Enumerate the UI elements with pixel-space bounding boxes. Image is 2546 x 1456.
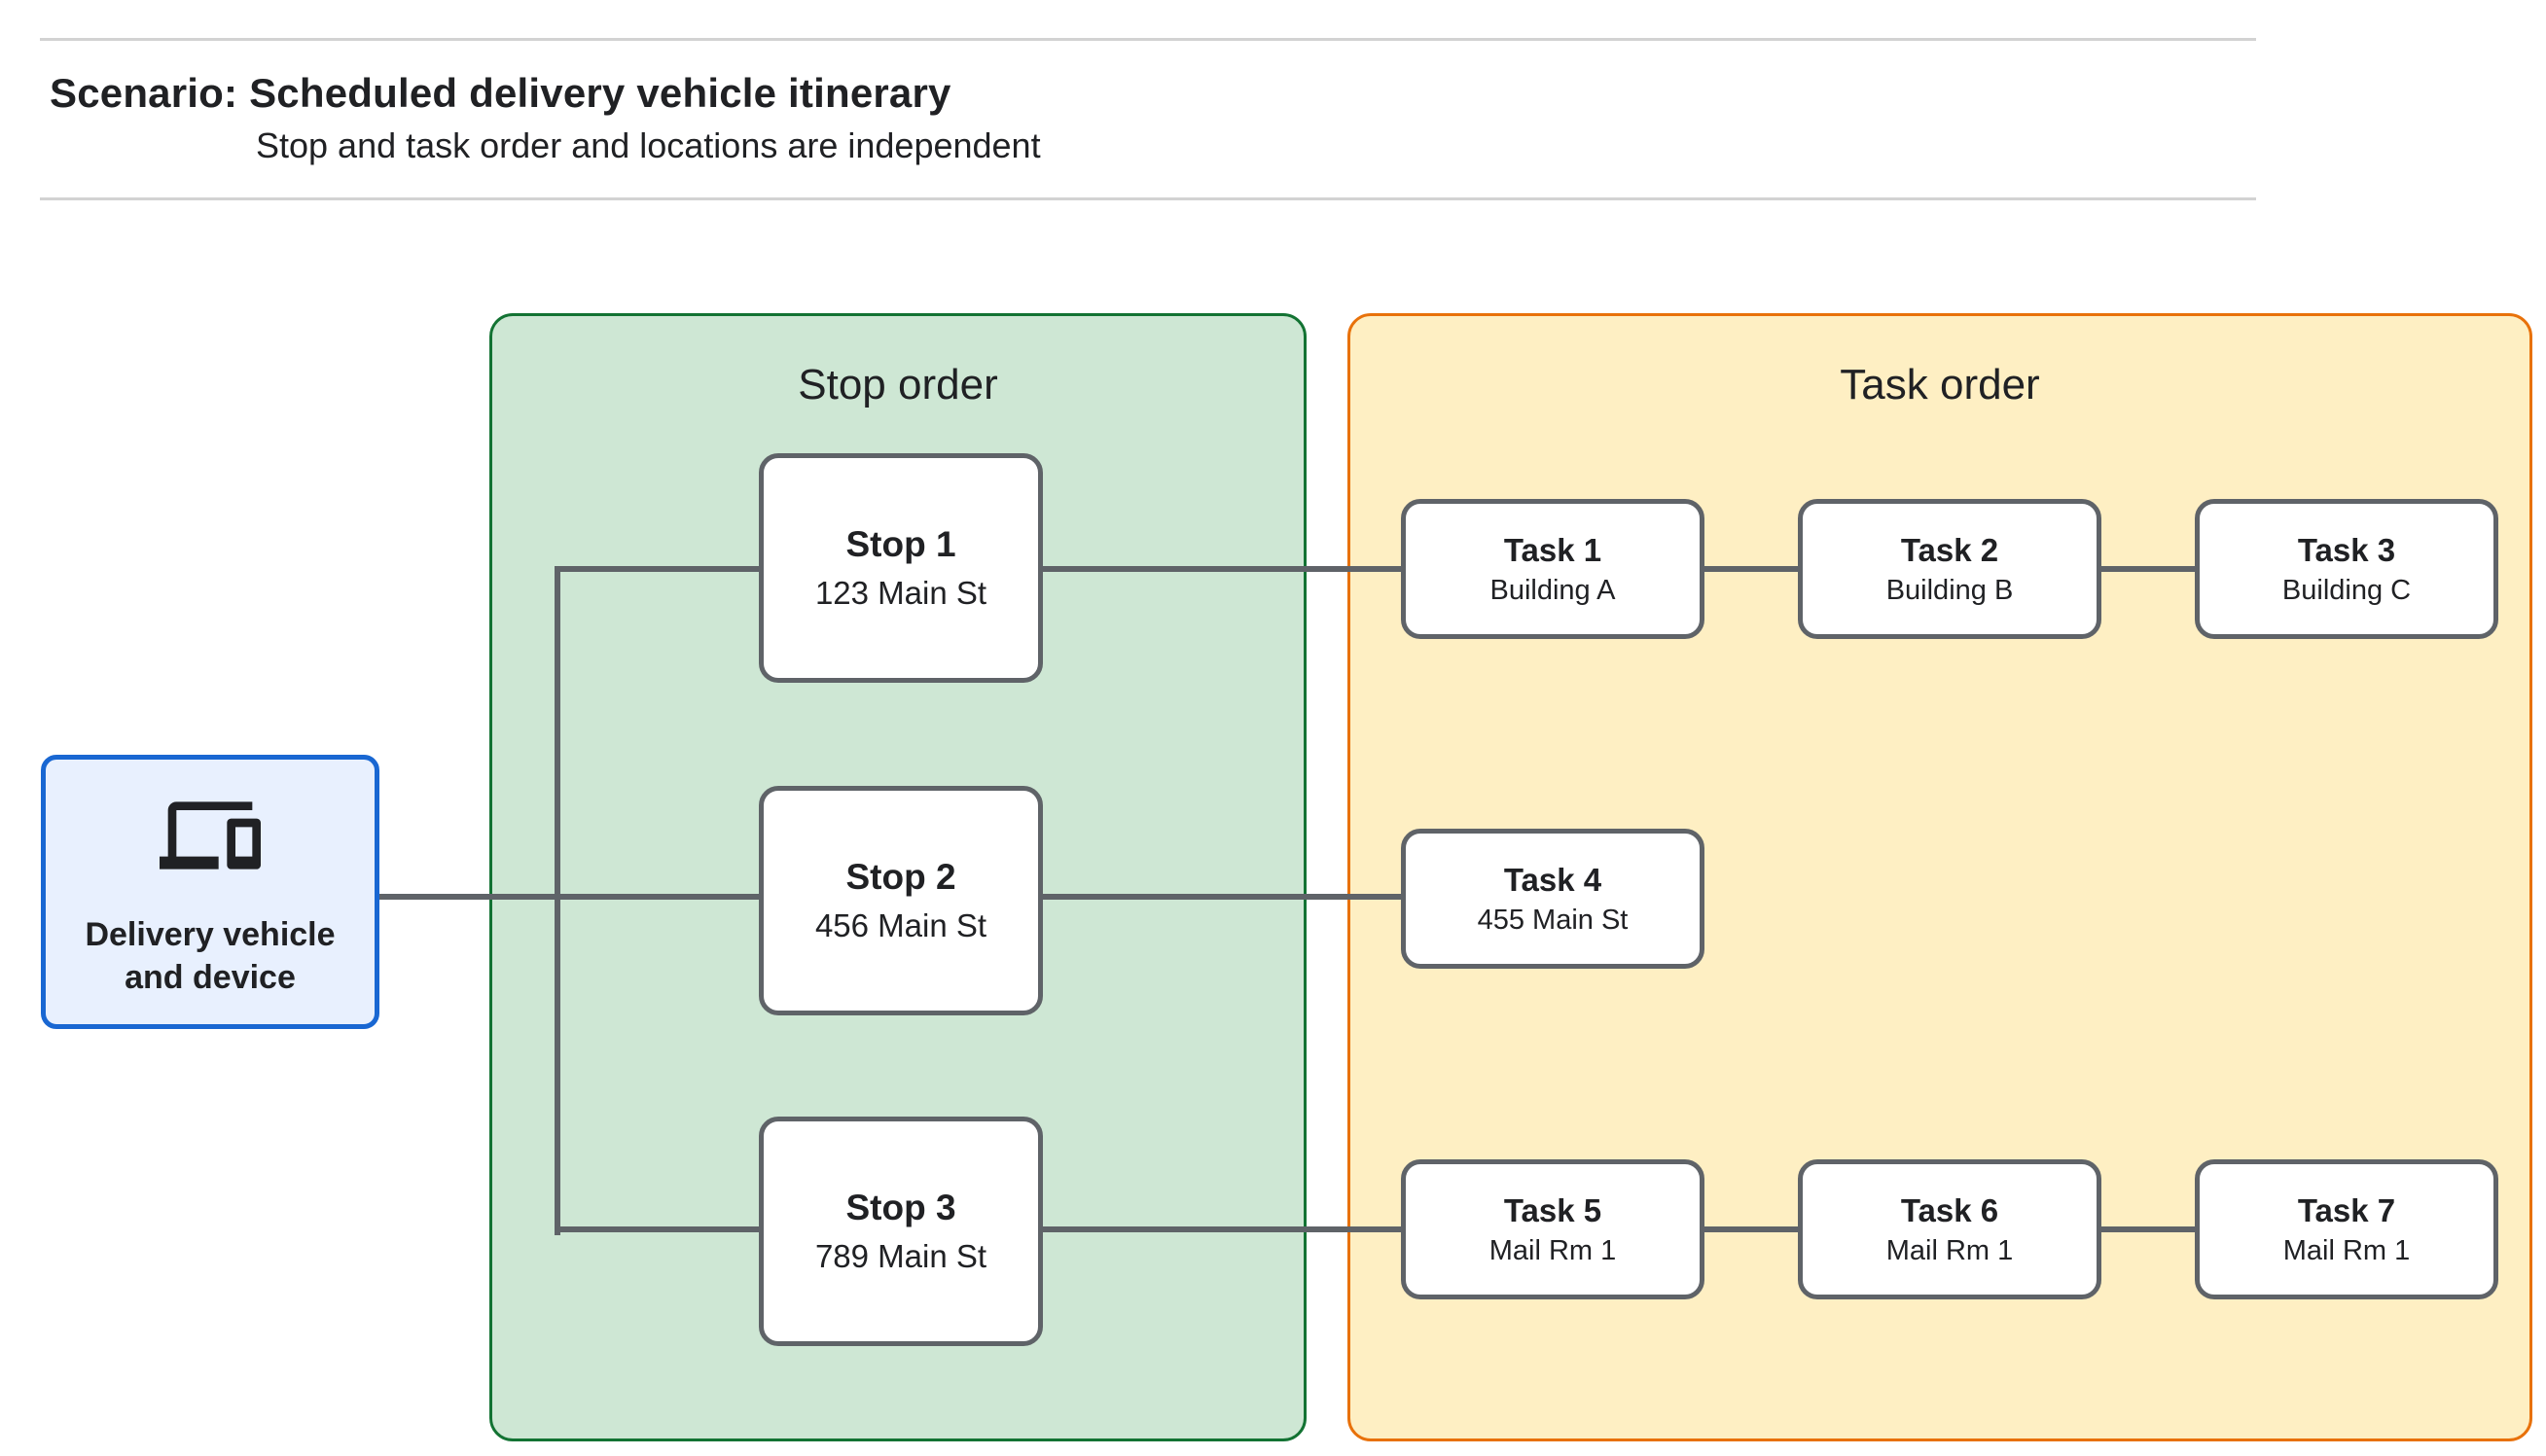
task-6-node: Task 6 Mail Rm 1 [1798, 1159, 2101, 1299]
task-3-location: Building C [2281, 574, 2412, 606]
task-3-node: Task 3 Building C [2195, 499, 2498, 639]
connector-trunk-vertical [555, 566, 560, 1235]
connector-task1-to-task2 [1703, 566, 1800, 572]
stop-2-node: Stop 2 456 Main St [759, 786, 1043, 1015]
task-2-title: Task 2 [1900, 531, 1999, 568]
task-1-location: Building A [1489, 574, 1616, 606]
task-6-location: Mail Rm 1 [1885, 1234, 2014, 1266]
task-5-node: Task 5 Mail Rm 1 [1401, 1159, 1704, 1299]
divider-top [40, 38, 2256, 41]
connector-trunk-to-stop1 [555, 566, 763, 572]
task-7-location: Mail Rm 1 [2282, 1234, 2411, 1266]
task-3-title: Task 3 [2297, 531, 2396, 568]
task-6-title: Task 6 [1900, 1191, 1999, 1228]
delivery-vehicle-node: Delivery vehicle and device [41, 755, 379, 1029]
stop-order-panel-title: Stop order [798, 361, 998, 408]
task-order-panel-title: Task order [1840, 361, 2040, 408]
stop-3-node: Stop 3 789 Main St [759, 1117, 1043, 1346]
stop-1-location: 123 Main St [814, 575, 987, 611]
task-4-node: Task 4 455 Main St [1401, 829, 1704, 969]
connector-task6-to-task7 [2099, 1226, 2197, 1232]
task-2-node: Task 2 Building B [1798, 499, 2101, 639]
stop-1-title: Stop 1 [845, 524, 956, 564]
devices-icon [160, 801, 261, 870]
connector-delivery-to-stop2 [377, 894, 763, 900]
stop-3-title: Stop 3 [845, 1188, 956, 1227]
task-7-node: Task 7 Mail Rm 1 [2195, 1159, 2498, 1299]
connector-stop3-to-task5 [1039, 1226, 1405, 1232]
connector-task2-to-task3 [2099, 566, 2197, 572]
page-title: Scenario: Scheduled delivery vehicle iti… [50, 70, 951, 116]
task-1-title: Task 1 [1503, 531, 1602, 568]
connector-trunk-to-stop3 [555, 1226, 763, 1232]
stop-3-location: 789 Main St [814, 1238, 987, 1274]
connector-stop1-to-task1 [1039, 566, 1405, 572]
task-2-location: Building B [1885, 574, 2014, 606]
task-4-title: Task 4 [1503, 861, 1602, 898]
connector-stop2-to-task4 [1039, 894, 1405, 900]
connector-task5-to-task6 [1703, 1226, 1800, 1232]
task-5-location: Mail Rm 1 [1488, 1234, 1617, 1266]
stop-2-location: 456 Main St [814, 907, 987, 943]
delivery-vehicle-label: Delivery vehicle and device [85, 915, 336, 996]
task-7-title: Task 7 [2297, 1191, 2396, 1228]
page-subtitle: Stop and task order and locations are in… [256, 125, 1041, 165]
task-5-title: Task 5 [1503, 1191, 1602, 1228]
stop-1-node: Stop 1 123 Main St [759, 453, 1043, 683]
stop-2-title: Stop 2 [845, 857, 956, 897]
task-1-node: Task 1 Building A [1401, 499, 1704, 639]
divider-bottom [40, 197, 2256, 200]
task-4-location: 455 Main St [1477, 904, 1629, 936]
